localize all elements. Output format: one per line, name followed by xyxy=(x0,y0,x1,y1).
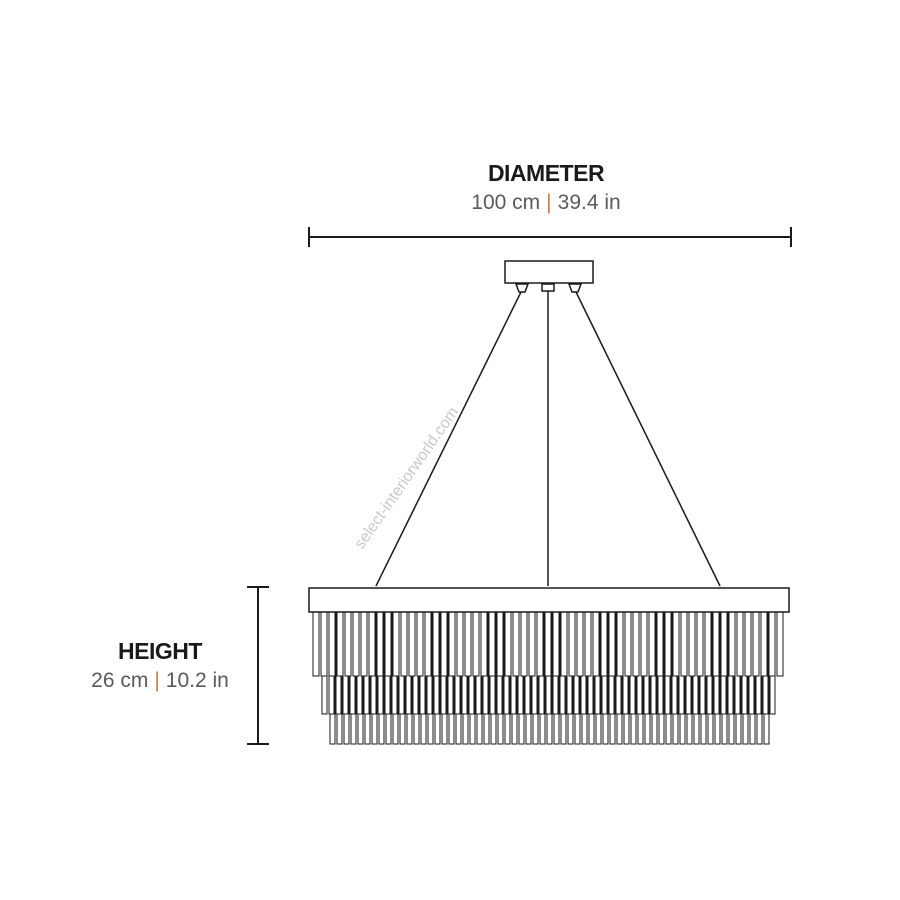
diameter-separator: | xyxy=(546,191,552,214)
watermark: select-interiorworld.com xyxy=(351,404,462,552)
crystal-prism xyxy=(600,611,608,677)
crystal-prism xyxy=(488,611,496,677)
crystal-prism xyxy=(608,611,616,677)
crystal-prism xyxy=(552,611,560,677)
height-separator: | xyxy=(154,669,160,692)
crystal-prism xyxy=(632,611,640,677)
crystal-prism xyxy=(392,611,400,677)
crystal-prism xyxy=(376,611,384,677)
crystal-prism xyxy=(440,611,448,677)
crystal-prism xyxy=(312,611,320,677)
crystal-prism xyxy=(344,611,352,677)
crystal-prisms xyxy=(312,611,784,745)
crystal-prism xyxy=(696,611,704,677)
diameter-title: DIAMETER xyxy=(487,160,605,186)
crystal-prism xyxy=(664,611,672,677)
crystal-prism xyxy=(712,611,720,677)
crystal-prism xyxy=(656,611,664,677)
ceiling-canopy xyxy=(504,260,594,284)
crystal-prism xyxy=(648,611,656,677)
crystal-prism xyxy=(672,611,680,677)
crystal-prism xyxy=(320,611,328,677)
crystal-prism xyxy=(424,611,432,677)
crystal-prism xyxy=(432,611,440,677)
crystal-prism xyxy=(496,611,504,677)
crystal-prism xyxy=(512,611,520,677)
crystal-prism xyxy=(352,611,360,677)
crystal-prism xyxy=(400,611,408,677)
crystal-prism xyxy=(640,611,648,677)
height-label: HEIGHT 26 cm|10.2 in xyxy=(60,638,260,693)
crystal-prism xyxy=(624,611,632,677)
crystal-prism xyxy=(328,611,336,677)
crystal-prism xyxy=(528,611,536,677)
cable-grip-right xyxy=(567,283,583,293)
crystal-prism xyxy=(568,611,576,677)
crystal-prism xyxy=(520,611,528,677)
crystal-prism xyxy=(416,611,424,677)
diameter-value: 100 cm|39.4 in xyxy=(446,191,646,215)
height-cm: 26 cm xyxy=(91,669,149,692)
crystal-prism xyxy=(768,611,776,677)
crystal-prism xyxy=(728,611,736,677)
cable-grip-center xyxy=(541,283,555,292)
crystal-prism xyxy=(368,611,376,677)
crystal-prism xyxy=(336,611,344,677)
height-value: 26 cm|10.2 in xyxy=(60,669,260,693)
crystal-prism xyxy=(744,611,752,677)
crystal-prism xyxy=(448,611,456,677)
suspension-cable-right xyxy=(575,291,721,587)
suspension-cable-left xyxy=(375,291,522,587)
crystal-prism xyxy=(384,611,392,677)
crystal-prism xyxy=(480,611,488,677)
height-title: HEIGHT xyxy=(118,638,202,664)
height-in: 10.2 in xyxy=(165,669,229,692)
diameter-cm: 100 cm xyxy=(471,191,541,214)
diameter-in: 39.4 in xyxy=(557,191,621,214)
cable-grip-left xyxy=(514,283,530,293)
crystal-prism xyxy=(704,611,712,677)
chandelier-frame-ring xyxy=(308,587,790,613)
crystal-prism xyxy=(544,611,552,677)
crystal-prism xyxy=(408,611,416,677)
crystal-prism xyxy=(584,611,592,677)
crystal-prism xyxy=(752,611,760,677)
diameter-label: DIAMETER 100 cm|39.4 in xyxy=(446,160,646,215)
crystal-prism xyxy=(688,611,696,677)
crystal-prism xyxy=(592,611,600,677)
crystal-prism xyxy=(776,611,784,677)
crystal-prism xyxy=(616,611,624,677)
crystal-prism xyxy=(680,611,688,677)
crystal-prism xyxy=(464,611,472,677)
crystal-prism xyxy=(576,611,584,677)
crystal-prism xyxy=(504,611,512,677)
crystal-prism xyxy=(560,611,568,677)
crystal-prism xyxy=(456,611,464,677)
crystal-prism xyxy=(536,611,544,677)
crystal-prism xyxy=(720,611,728,677)
crystal-prism xyxy=(360,611,368,677)
crystal-prism xyxy=(760,611,768,677)
crystal-prism xyxy=(472,611,480,677)
crystal-prism xyxy=(736,611,744,677)
